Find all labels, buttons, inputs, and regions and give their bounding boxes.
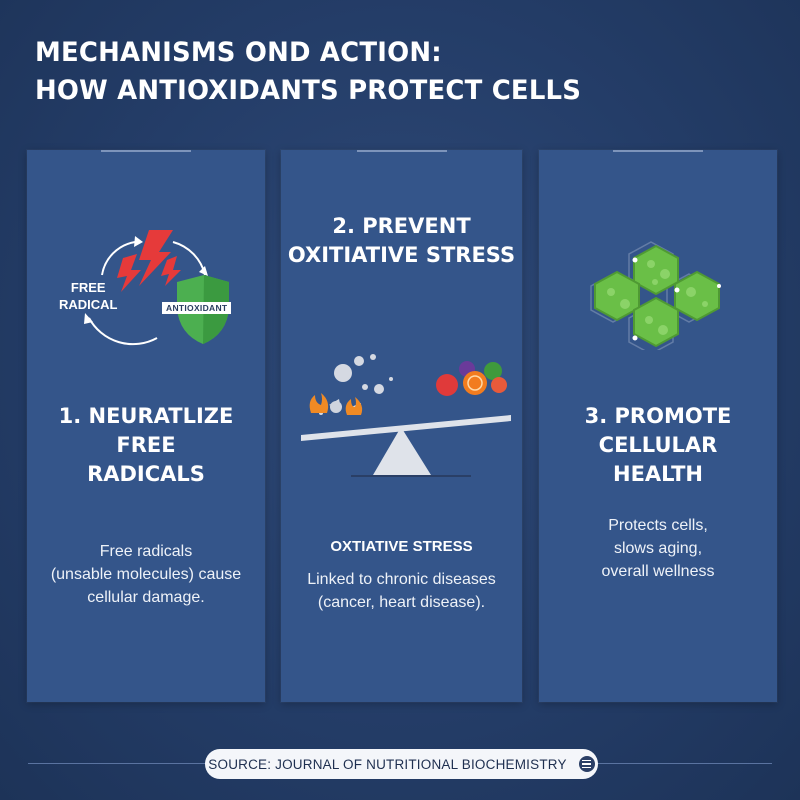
hexagon-cells-icon (590, 241, 721, 350)
free-radical-label: FREE RADICAL (59, 279, 118, 313)
title-line-1: MECHANISMS OND ACTION: (35, 37, 442, 68)
heading-line: CELLULAR (598, 433, 718, 457)
heading-line: FREE (116, 433, 176, 457)
seesaw-base-line (351, 475, 471, 477)
heading-line: 1. NEURATLIZE (58, 404, 234, 428)
heading-line: 3. PROMOTE (584, 404, 732, 428)
lightning-icon (117, 230, 181, 292)
fire-icon (309, 393, 363, 415)
list-icon (578, 756, 595, 772)
body-line: Linked to chronic diseases (307, 571, 496, 588)
panel-2-body: Linked to chronic diseases (cancer, hear… (281, 568, 522, 614)
panel-2-heading: 2. PREVENT OXITIATIVE STRESS (281, 212, 522, 270)
body-line: overall wellness (601, 563, 715, 580)
seesaw-illustration (301, 354, 511, 477)
source-pill: SOURCE: JOURNAL OF NUTRITIONAL BIOCHEMIS… (205, 749, 598, 779)
seesaw-fulcrum (373, 427, 431, 475)
panel-3-body: Protects cells, slows aging, overall wel… (539, 514, 777, 583)
heading-line: 2. PREVENT (332, 214, 471, 238)
title-line-2: HOW ANTIOXIDANTS PROTECT CELLS (35, 75, 582, 106)
oxidative-stress-subheading: OXTIATIVE STRESS (330, 538, 473, 555)
source-label: SOURCE: JOURNAL OF NUTRITIONAL BIOCHEMIS… (208, 756, 567, 772)
body-line: slows aging, (613, 540, 703, 557)
panel-neutralize: FREE RADICAL ANTIOXIDANT 1. NEURATLIZE F… (27, 150, 265, 702)
body-line: Protects cells, (608, 517, 708, 534)
body-line: Free radicals (99, 543, 193, 560)
body-line: cellular damage. (87, 589, 205, 606)
antioxidant-label: ANTIOXIDANT (162, 302, 232, 314)
panel-top-accent (356, 150, 447, 152)
page-title: MECHANISMS OND ACTION: HOW ANTIOXIDANTS … (35, 34, 581, 110)
body-line: (cancer, heart disease). (317, 594, 486, 611)
seesaw-plank (301, 415, 511, 441)
heading-line: OXITIATIVE STRESS (287, 243, 516, 267)
panel-3-heading: 3. PROMOTE CELLULAR HEALTH (539, 402, 777, 489)
panel-1-body: Free radicals (unsable molecules) cause … (27, 540, 265, 609)
fruits-icon (436, 361, 507, 396)
panel-top-accent (613, 150, 703, 152)
free-radical-line-2: RADICAL (59, 297, 118, 312)
panel-prevent: 2. PREVENT OXITIATIVE STRESS (281, 150, 522, 702)
body-line: (unsable molecules) cause (50, 566, 242, 583)
panel-promote: 3. PROMOTE CELLULAR HEALTH Protects cell… (539, 150, 777, 702)
heading-line: HEALTH (613, 462, 703, 486)
free-radical-line-1: FREE (70, 280, 106, 295)
heading-line: RADICALS (87, 462, 205, 486)
panel-1-heading: 1. NEURATLIZE FREE RADICALS (27, 402, 265, 489)
panel-top-accent (101, 150, 191, 152)
